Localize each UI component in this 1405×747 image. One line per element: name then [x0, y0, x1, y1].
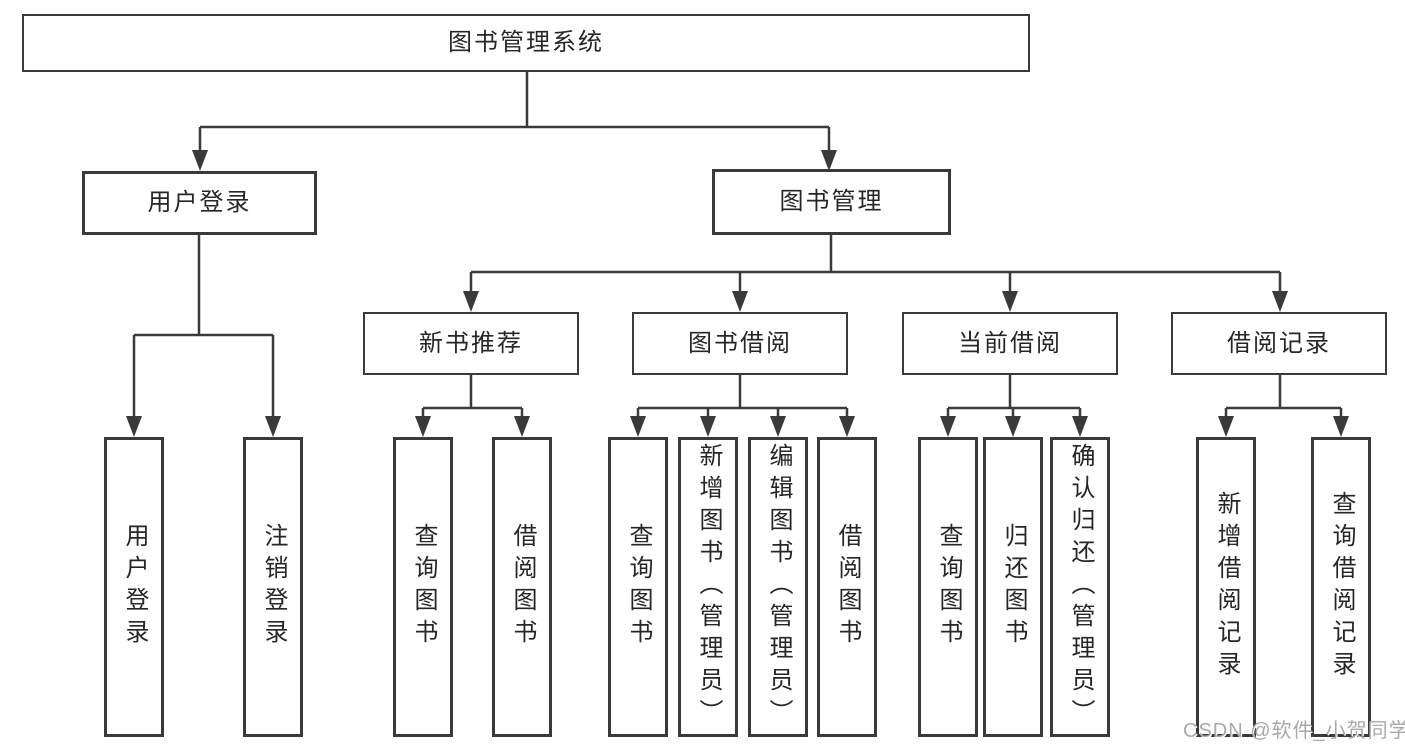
node-library-management-system: 图书管理系统 — [22, 14, 1030, 72]
leaf-add-borrow-record: 新增借阅记录 — [1196, 437, 1256, 737]
node-label: 用户登录 — [121, 523, 148, 651]
leaf-query-books-borrow: 查询图书 — [608, 437, 668, 737]
node-label: 查询图书 — [625, 523, 652, 651]
leaf-borrow-books-recommend: 借阅图书 — [492, 437, 552, 737]
node-label: 图书管理 — [779, 188, 884, 215]
node-label: 查询借阅记录 — [1328, 491, 1355, 683]
node-label: 查询图书 — [935, 523, 962, 651]
node-label: 借阅图书 — [834, 523, 861, 651]
node-label: 确认归还（管理员） — [1067, 443, 1094, 731]
node-label: 借阅图书 — [509, 523, 536, 651]
leaf-borrow-books: 借阅图书 — [817, 437, 877, 737]
node-book-borrow: 图书借阅 — [632, 312, 848, 375]
node-label: 新增借阅记录 — [1213, 491, 1240, 683]
node-label: 编辑图书（管理员） — [765, 443, 792, 731]
leaf-user-login: 用户登录 — [104, 437, 164, 737]
leaf-query-borrow-record: 查询借阅记录 — [1311, 437, 1371, 737]
leaf-query-books-recommend: 查询图书 — [393, 437, 453, 737]
leaf-add-book-admin: 新增图书（管理员） — [678, 437, 738, 737]
node-book-management: 图书管理 — [712, 169, 951, 235]
node-current-borrow: 当前借阅 — [902, 312, 1118, 375]
leaf-query-books-current: 查询图书 — [918, 437, 978, 737]
node-new-book-recommend: 新书推荐 — [363, 312, 579, 375]
node-label: 借阅记录 — [1227, 329, 1331, 357]
node-label: 查询图书 — [410, 523, 437, 651]
node-label: 当前借阅 — [958, 329, 1062, 357]
node-label: 新书推荐 — [419, 329, 523, 357]
node-label: 用户登录 — [147, 189, 252, 216]
node-user-login: 用户登录 — [82, 171, 317, 235]
leaf-logout: 注销登录 — [243, 437, 303, 737]
node-label: 新增图书（管理员） — [695, 443, 722, 731]
node-label: 归还图书 — [1000, 523, 1027, 651]
node-label: 注销登录 — [260, 523, 287, 651]
node-label: 图书借阅 — [688, 329, 792, 357]
node-label: 图书管理系统 — [448, 29, 604, 56]
watermark: CSDN @软件_小贺同学 — [1183, 720, 1405, 742]
leaf-return-book: 归还图书 — [983, 437, 1043, 737]
node-borrow-records: 借阅记录 — [1171, 312, 1387, 375]
leaf-confirm-return-admin: 确认归还（管理员） — [1050, 437, 1110, 737]
leaf-edit-book-admin: 编辑图书（管理员） — [748, 437, 808, 737]
